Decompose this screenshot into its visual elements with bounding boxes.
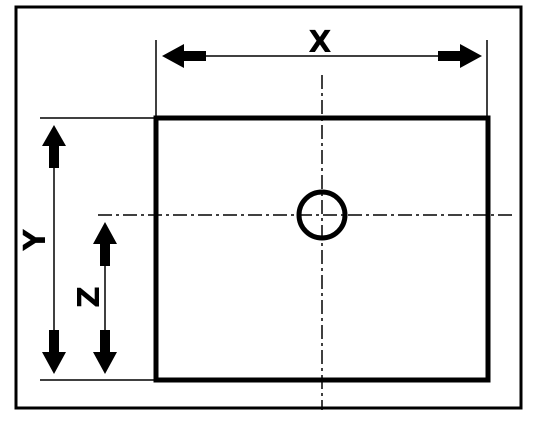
arrow-left-icon: [162, 44, 206, 68]
x-dimension-label: X: [308, 25, 331, 60]
arrow-down-icon: [42, 330, 66, 374]
arrow-down-icon: [93, 330, 117, 374]
y-dimension-label: Y: [18, 228, 53, 252]
z-dimension-label: Z: [72, 286, 107, 308]
arrow-up-icon: [93, 222, 117, 266]
arrow-right-icon: [438, 44, 482, 68]
arrow-up-icon: [42, 125, 66, 168]
circle-hole-icon: [296, 189, 348, 241]
outer-frame: [14, 5, 523, 410]
